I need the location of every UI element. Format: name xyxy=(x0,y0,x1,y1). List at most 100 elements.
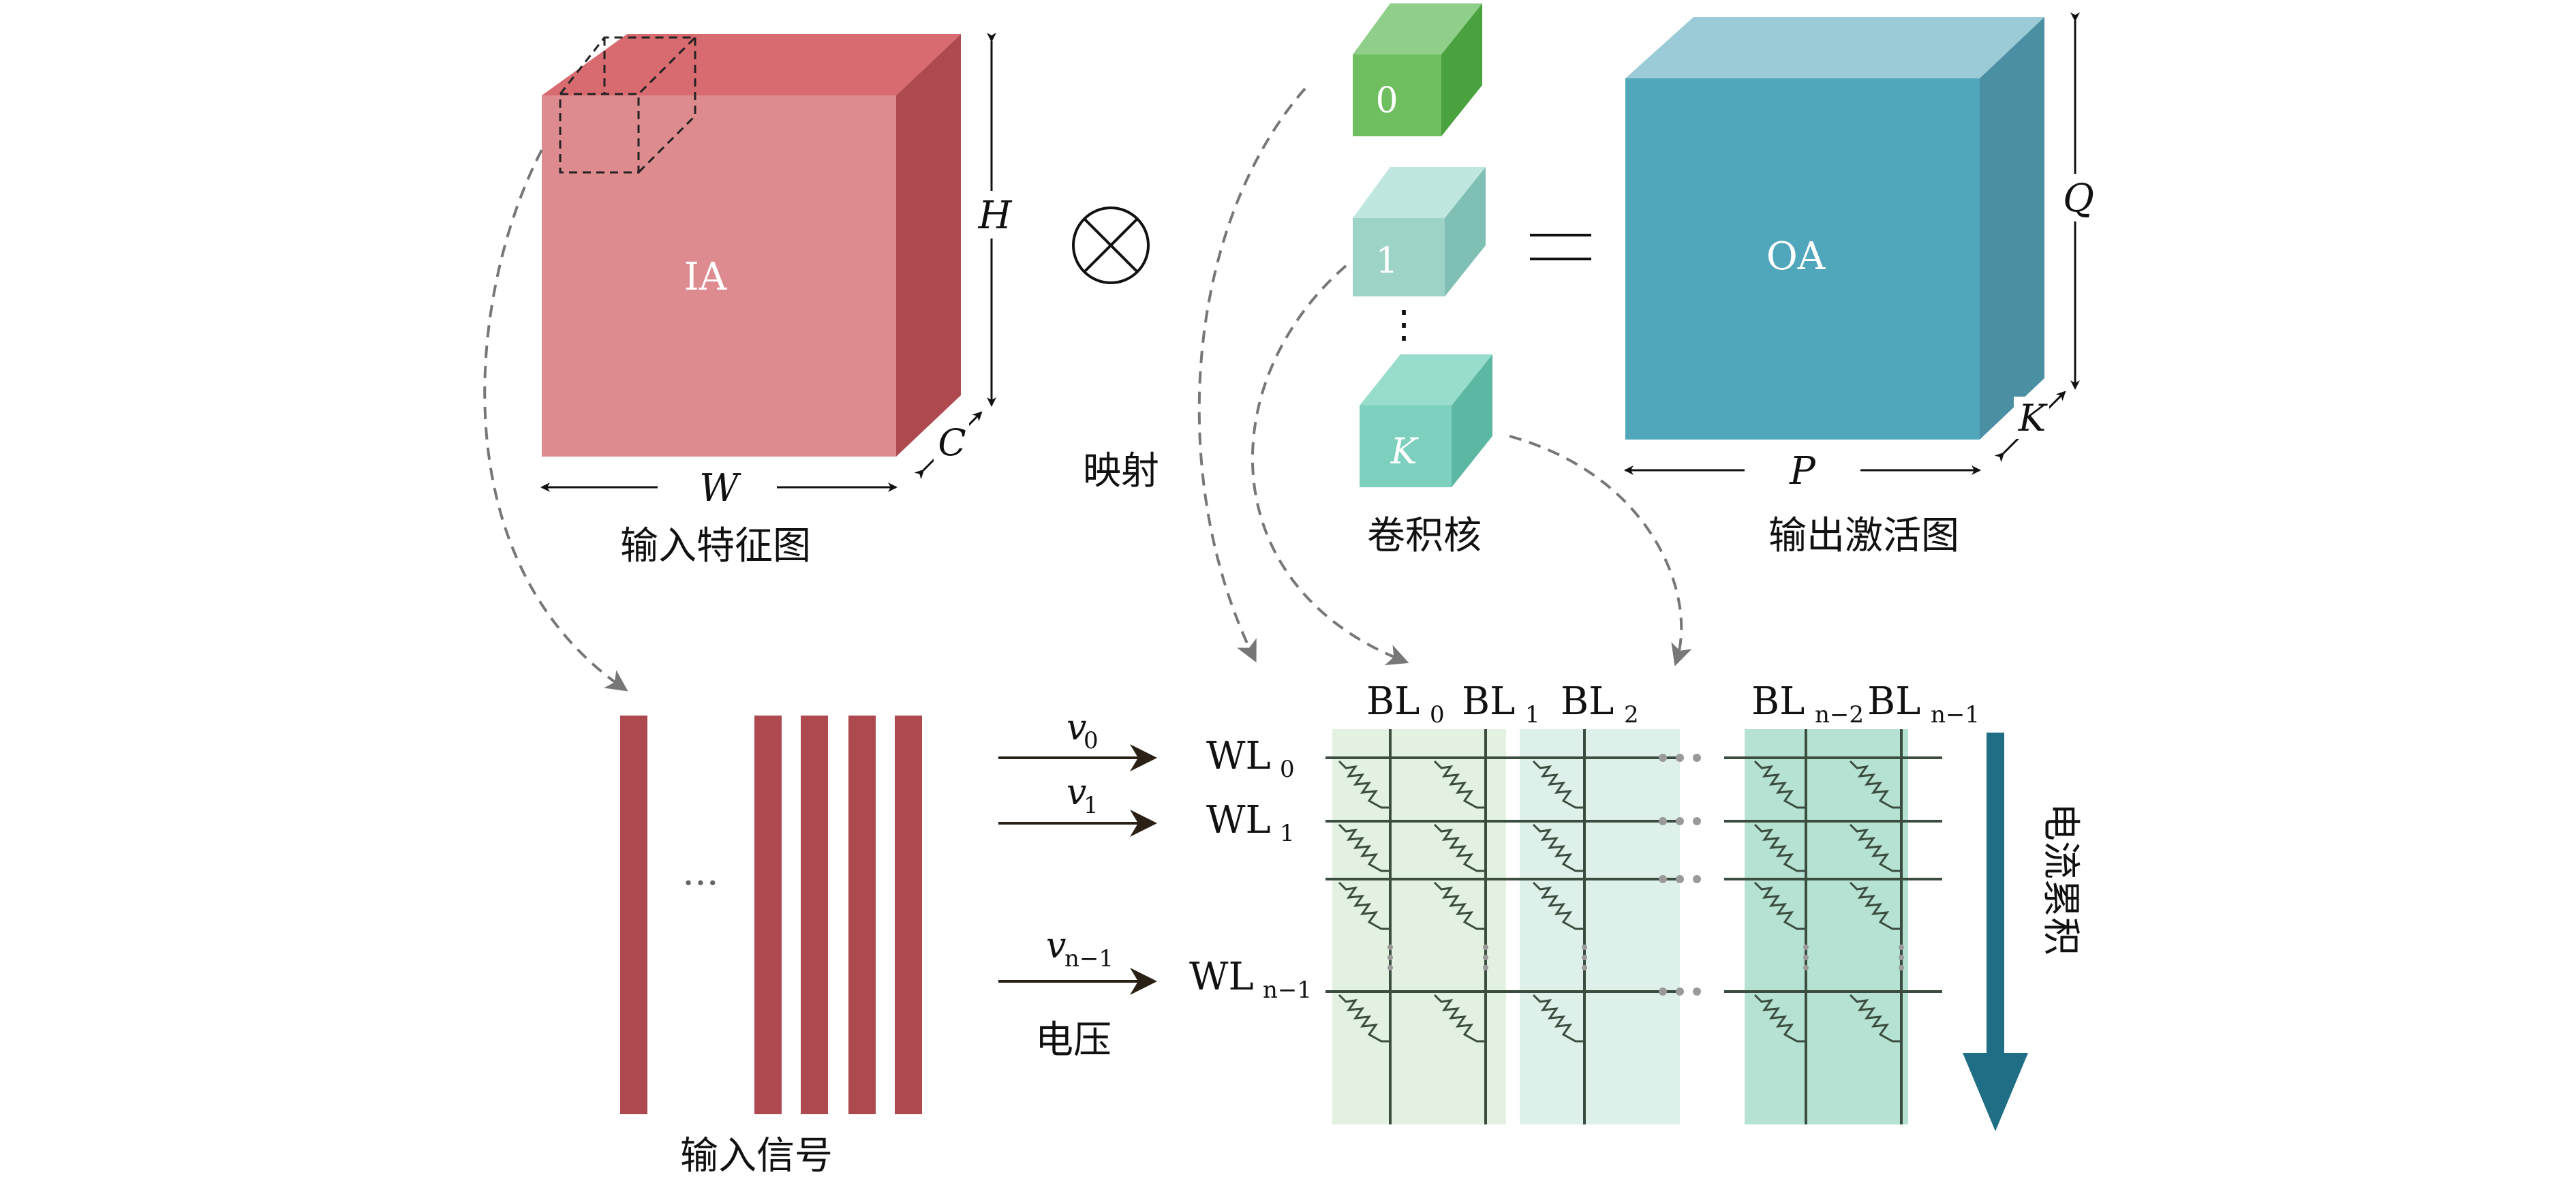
bln1-base: BL xyxy=(1867,679,1920,724)
memristor-cell xyxy=(1753,994,1806,1043)
ia-caption: 输入特征图 xyxy=(620,524,811,568)
oa-p-label: P xyxy=(1789,449,1816,493)
memristor-cell xyxy=(1849,823,1901,872)
crossbar-lines xyxy=(1325,729,1942,1124)
bl1-base: BL xyxy=(1462,679,1515,724)
kernel-ellipsis: ⋮ xyxy=(1385,303,1423,347)
bl2-base: BL xyxy=(1561,679,1614,724)
memristor-cell xyxy=(1532,760,1584,809)
memristor-cell xyxy=(1433,823,1486,872)
wl0-sub: 0 xyxy=(1280,756,1295,783)
oa-cube: OA xyxy=(1625,17,2044,440)
wln-base: WL xyxy=(1189,955,1254,999)
ellipsis-dot xyxy=(1693,754,1701,762)
signal-bar xyxy=(620,716,647,1114)
ellipsis-dot xyxy=(1582,965,1587,970)
current-accumulation-arrow xyxy=(1963,733,2028,1131)
current-label: 电流累积 xyxy=(2038,803,2083,955)
kernelk-to-bl2-curve xyxy=(1509,435,1692,666)
ellipsis-dot xyxy=(1693,875,1701,883)
memristor-cell xyxy=(1433,881,1486,930)
ia-cube-front xyxy=(542,95,896,457)
oa-caption: 输出激活图 xyxy=(1768,514,1959,558)
voltage-v0-base: v xyxy=(1067,707,1086,748)
bl0-base: BL xyxy=(1366,679,1420,724)
wordline-labels: WL 0 WL 1 WL n−1 xyxy=(1189,734,1312,1004)
mapping-curves xyxy=(483,87,1692,692)
signal-bar xyxy=(895,716,922,1114)
ellipsis-dot xyxy=(1659,754,1667,762)
memristor-cell xyxy=(1338,760,1390,809)
voltage-v0-sub: 0 xyxy=(1084,727,1099,754)
ellipsis-dot xyxy=(1483,945,1488,950)
bl0-sub: 0 xyxy=(1430,701,1445,728)
memristor-cell xyxy=(1532,823,1584,872)
ellipsis-dot xyxy=(1387,965,1393,970)
memristor-cell xyxy=(1849,760,1901,809)
mapping-label: 映射 xyxy=(1083,449,1159,493)
ellipsis-dot xyxy=(1803,945,1809,950)
signal-bar xyxy=(801,716,828,1114)
crossbar-column-group-c xyxy=(1745,729,1908,1124)
kernel-0: 0 xyxy=(1353,3,1482,136)
kernel0-to-bl0-curve xyxy=(1197,87,1306,663)
bln1-sub: n−1 xyxy=(1931,701,1980,728)
input-signal-caption: 输入信号 xyxy=(680,1134,833,1178)
ellipsis-dot xyxy=(1659,875,1667,883)
kernel-0-label: 0 xyxy=(1375,80,1398,121)
oa-label: OA xyxy=(1766,234,1826,279)
ellipsis-dot xyxy=(1803,955,1809,960)
ellipsis-dot xyxy=(1676,754,1684,762)
ellipsis-dot xyxy=(1387,945,1393,950)
signal-bar xyxy=(848,716,876,1114)
ellipsis-dot xyxy=(1676,987,1684,996)
wl1-base: WL xyxy=(1206,798,1271,842)
memristor-cell xyxy=(1338,881,1390,930)
bl2-sub: 2 xyxy=(1624,701,1639,728)
voltage-v1-base: v xyxy=(1067,772,1086,813)
oa-cube-front xyxy=(1625,78,1980,440)
ia-h-label: H xyxy=(978,194,1013,238)
ellipsis-dot xyxy=(1693,987,1701,996)
ellipsis-dot xyxy=(1899,955,1904,960)
ia-label: IA xyxy=(684,255,727,299)
wln-sub: n−1 xyxy=(1263,977,1312,1004)
ia-w-label: W xyxy=(699,466,741,510)
memristor-cell xyxy=(1338,994,1390,1043)
voltage-v1: v 1 xyxy=(998,772,1157,837)
bln2-base: BL xyxy=(1751,679,1805,724)
ellipsis-dot xyxy=(1659,817,1667,825)
memristor-cell xyxy=(1849,881,1901,930)
ellipsis-dot xyxy=(1483,955,1488,960)
voltage-v1-sub: 1 xyxy=(1084,792,1099,819)
memristor-cell xyxy=(1753,760,1806,809)
oa-q-label: Q xyxy=(2063,177,2094,221)
kernel-k-label: K xyxy=(1390,431,1420,472)
bl1-sub: 1 xyxy=(1525,701,1540,728)
voltage-inputs: v 0 v 1 v n−1 电压 xyxy=(998,707,1157,1062)
wl0-base: WL xyxy=(1206,734,1271,778)
voltage-caption: 电压 xyxy=(1035,1018,1111,1062)
kernel-k: K xyxy=(1360,354,1492,487)
bitline-labels: BL 0 BL 1 BL 2 BL n−2 BL n−1 xyxy=(1366,679,1980,728)
ia-to-signal-curve xyxy=(483,149,628,692)
oa-cube-side xyxy=(1980,17,2044,440)
memristor-cell xyxy=(1532,994,1584,1043)
kernel-1-label: 1 xyxy=(1375,241,1398,281)
crossbar-column-group-b xyxy=(1520,729,1680,1124)
ellipsis-dot xyxy=(1659,987,1667,996)
equals-sign xyxy=(1530,234,1591,260)
memristor-cell xyxy=(1753,823,1806,872)
voltage-vn-sub: n−1 xyxy=(1064,945,1114,972)
ia-window-cube xyxy=(559,36,698,174)
ia-cube-top xyxy=(542,34,961,95)
bln2-sub: n−2 xyxy=(1815,701,1864,728)
memristor-cell xyxy=(1433,760,1486,809)
kernel-caption: 卷积核 xyxy=(1367,514,1482,558)
ellipsis-dot xyxy=(1483,965,1488,970)
voltage-vn: v n−1 xyxy=(998,925,1157,995)
ia-c-label: C xyxy=(938,421,966,464)
ellipsis-dot xyxy=(1676,875,1684,883)
crossbar-cells xyxy=(1338,760,1901,1043)
